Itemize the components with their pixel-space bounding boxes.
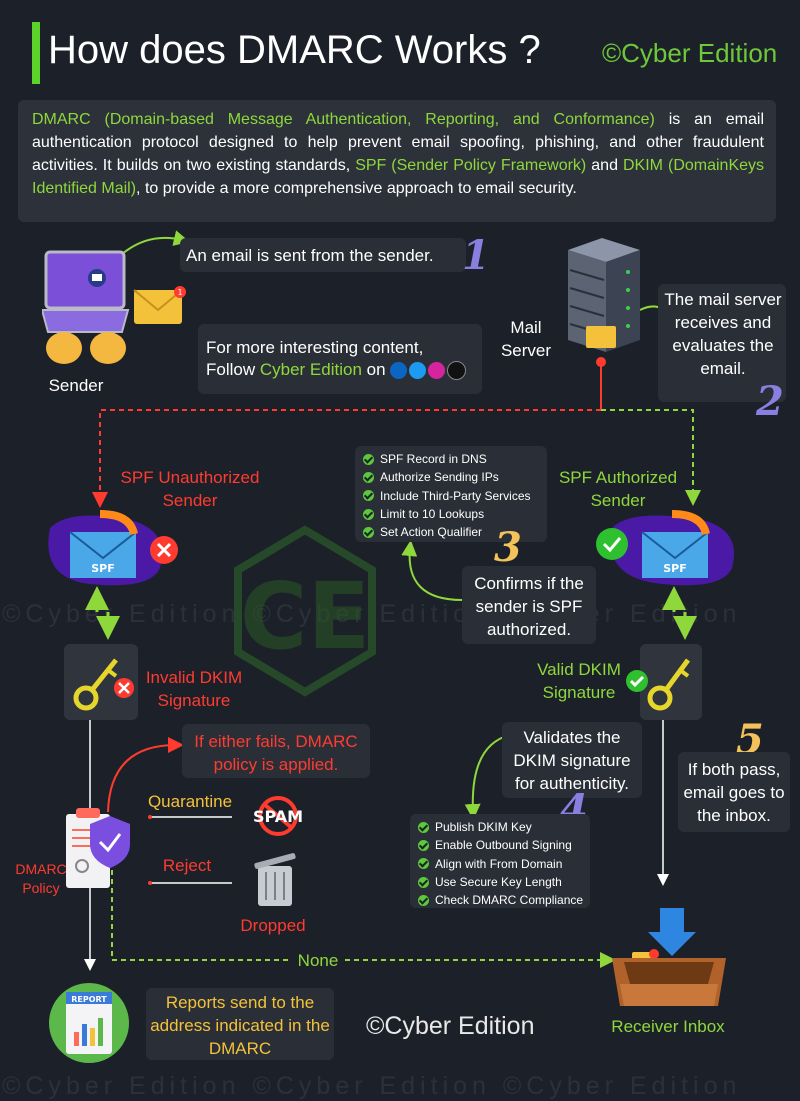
spf-check-item: Authorize Sending IPs: [363, 468, 539, 486]
none-label: None: [297, 951, 339, 970]
spf-check-item: Set Action Qualifier: [363, 523, 539, 541]
intro-paragraph: DMARC (Domain-based Message Authenticati…: [18, 100, 776, 222]
dkim-check-item: Use Secure Key Length: [418, 873, 582, 891]
spf-checklist: SPF Record in DNS Authorize Sending IPs …: [355, 446, 547, 542]
reject-label: Reject: [162, 856, 212, 875]
spam-text: SPAM: [253, 807, 303, 826]
sender-label: Sender: [48, 376, 104, 395]
check-icon: [418, 876, 429, 888]
inbox-tray-icon: [608, 906, 730, 1012]
title-accent-bar: [32, 22, 40, 84]
check-icon: [363, 490, 374, 502]
follow-box: [198, 324, 482, 394]
dkim-check-item: Publish DKIM Key: [418, 818, 582, 836]
dropped-label: Dropped: [240, 916, 306, 935]
receiver-inbox-label: Receiver Inbox: [611, 1017, 725, 1036]
check-icon: [418, 839, 429, 851]
quarantine-label: Quarantine: [147, 792, 233, 811]
spf-authorized-label: SPF Authorized Sender: [558, 468, 678, 510]
laptop-icon: [42, 250, 130, 372]
dmarc-term: DMARC (Domain-based Message Authenticati…: [32, 111, 655, 128]
linkedin-icon[interactable]: [389, 361, 407, 379]
valid-dkim-label: Valid DKIM Signature: [537, 660, 621, 702]
dmarc-policy-label: DMARC Policy: [15, 861, 67, 896]
step5-box: [678, 752, 790, 832]
spf-unauthorized-label: SPF Unauthorized Sender: [120, 468, 260, 510]
follow-line-2: Follow Cyber Edition on: [206, 360, 466, 380]
spf-term: SPF (Sender Policy Framework): [355, 157, 587, 174]
email-icon: 1: [132, 284, 188, 326]
step2-number: 2: [756, 378, 784, 425]
invalid-dkim-label: Invalid DKIM Signature: [145, 668, 243, 710]
ce-logo-watermark: CE: [234, 525, 376, 697]
step4-box: [502, 722, 642, 798]
step2-box: [658, 284, 786, 402]
dkim-check-item: Enable Outbound Signing: [418, 836, 582, 854]
check-icon: [418, 858, 429, 870]
follow-prefix: Follow: [206, 360, 260, 379]
intro-text-3: , to provide a more comprehensive approa…: [136, 180, 577, 197]
twitter-icon[interactable]: [408, 361, 426, 379]
step1-text: An email is sent from the sender.: [186, 246, 434, 265]
follow-suffix: on: [361, 360, 386, 379]
step5-text: If both pass, email goes to the inbox.: [683, 760, 785, 825]
spf-check-item: Limit to 10 Lookups: [363, 505, 539, 523]
intro-text-1: is an email authentication protocol desi…: [32, 111, 765, 174]
key-valid-icon: [640, 644, 702, 720]
report-icon-label: REPORT: [71, 995, 107, 1004]
spf-check-item: SPF Record in DNS: [363, 450, 539, 468]
policy-note-box: [182, 724, 370, 778]
check-icon: [363, 471, 374, 483]
dkim-term: DKIM (DomainKeys Identified Mail): [32, 157, 765, 197]
threads-icon[interactable]: [446, 360, 466, 380]
check-icon: [363, 508, 374, 520]
spf-envelope-authorized-icon: SPF: [592, 508, 742, 588]
mail-server-label: Mail Server: [500, 318, 552, 360]
spf-badge-text: SPF: [91, 562, 115, 575]
spf-envelope-unauthorized-icon: SPF: [40, 508, 186, 588]
dkim-checklist: Publish DKIM Key Enable Outbound Signing…: [410, 814, 590, 908]
follow-brand: Cyber Edition: [259, 360, 362, 379]
server-rack-icon: [560, 236, 646, 356]
page-title: How does DMARC Works ?: [48, 28, 541, 72]
svg-text:CE: CE: [240, 563, 370, 670]
spam-icon: SPAM: [246, 796, 310, 838]
step1-number: 1: [462, 232, 490, 279]
step2-text: The mail server receives and evaluates t…: [664, 290, 782, 378]
instagram-icon[interactable]: [427, 361, 445, 379]
email-badge-count: 1: [177, 288, 182, 297]
report-text: Reports send to the address indicated in…: [150, 993, 330, 1058]
check-icon: [418, 894, 429, 906]
header-credit: ©Cyber Edition: [602, 38, 778, 68]
bottom-credit: ©Cyber Edition: [366, 1012, 535, 1040]
step4-text: Validates the DKIM signature for authent…: [513, 728, 631, 793]
dkim-check-item: Check DMARC Compliance: [418, 891, 583, 909]
check-icon: [418, 821, 429, 833]
dmarc-policy-document-icon: [62, 806, 134, 892]
watermark-bottom: ©Cyber Edition ©Cyber Edition ©Cyber Edi…: [2, 1072, 742, 1100]
step3-box: [462, 566, 596, 644]
check-icon: [363, 526, 374, 538]
follow-line-1: For more interesting content,: [206, 338, 424, 357]
policy-note-text: If either fails, DMARC policy is applied…: [194, 732, 358, 774]
step3-number: 3: [494, 524, 522, 571]
valid-check-icon: [626, 670, 648, 692]
step1-box: [180, 238, 466, 272]
spf-badge-text: SPF: [663, 562, 687, 575]
report-box: [146, 988, 334, 1060]
spf-check-item: Include Third-Party Services: [363, 487, 539, 505]
check-icon: [363, 453, 374, 465]
trash-icon: [252, 850, 302, 910]
step3-text: Confirms if the sender is SPF authorized…: [474, 574, 584, 639]
dkim-check-item: Align with From Domain: [418, 855, 582, 873]
report-icon: REPORT: [48, 982, 130, 1064]
intro-text-2: and: [586, 157, 623, 174]
key-invalid-icon: [64, 644, 138, 720]
